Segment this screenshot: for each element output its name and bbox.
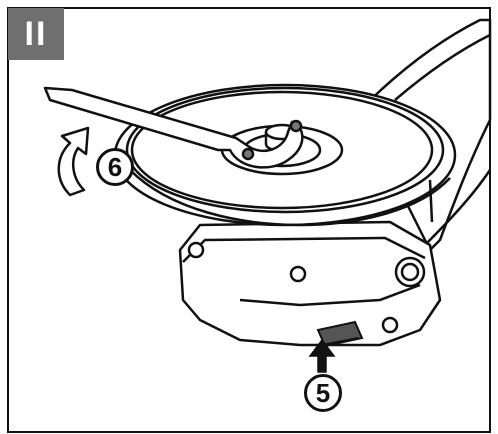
- pin-wrench: [43, 86, 304, 169]
- panel-border: [7, 7, 491, 433]
- callout-5: 5: [304, 374, 342, 412]
- push-arrow-icon: [308, 338, 336, 373]
- rotation-arrow-icon: [57, 126, 90, 197]
- panel-label-badge: II: [8, 8, 64, 60]
- gear-head: [178, 220, 442, 347]
- callout-6: 6: [96, 148, 134, 186]
